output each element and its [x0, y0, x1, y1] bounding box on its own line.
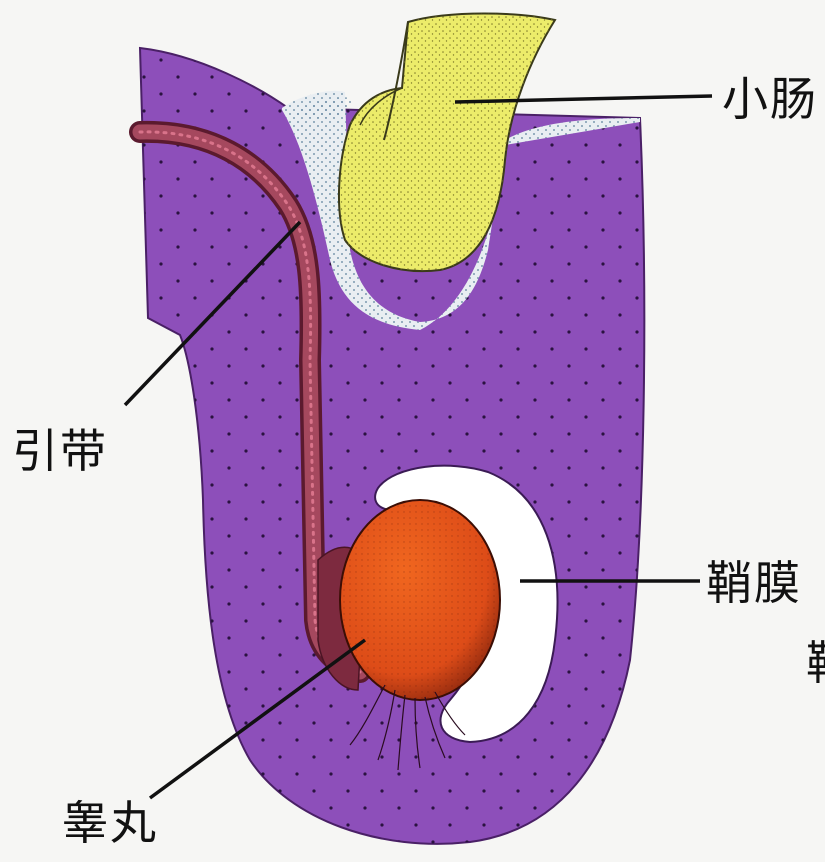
label-partial-cutoff: 鞘: [806, 640, 825, 686]
label-gubernaculum: 引带: [12, 428, 108, 474]
label-tunica-vaginalis: 鞘膜: [706, 560, 802, 606]
label-small-intestine: 小肠: [722, 76, 818, 122]
label-testis: 睾丸: [62, 800, 158, 846]
